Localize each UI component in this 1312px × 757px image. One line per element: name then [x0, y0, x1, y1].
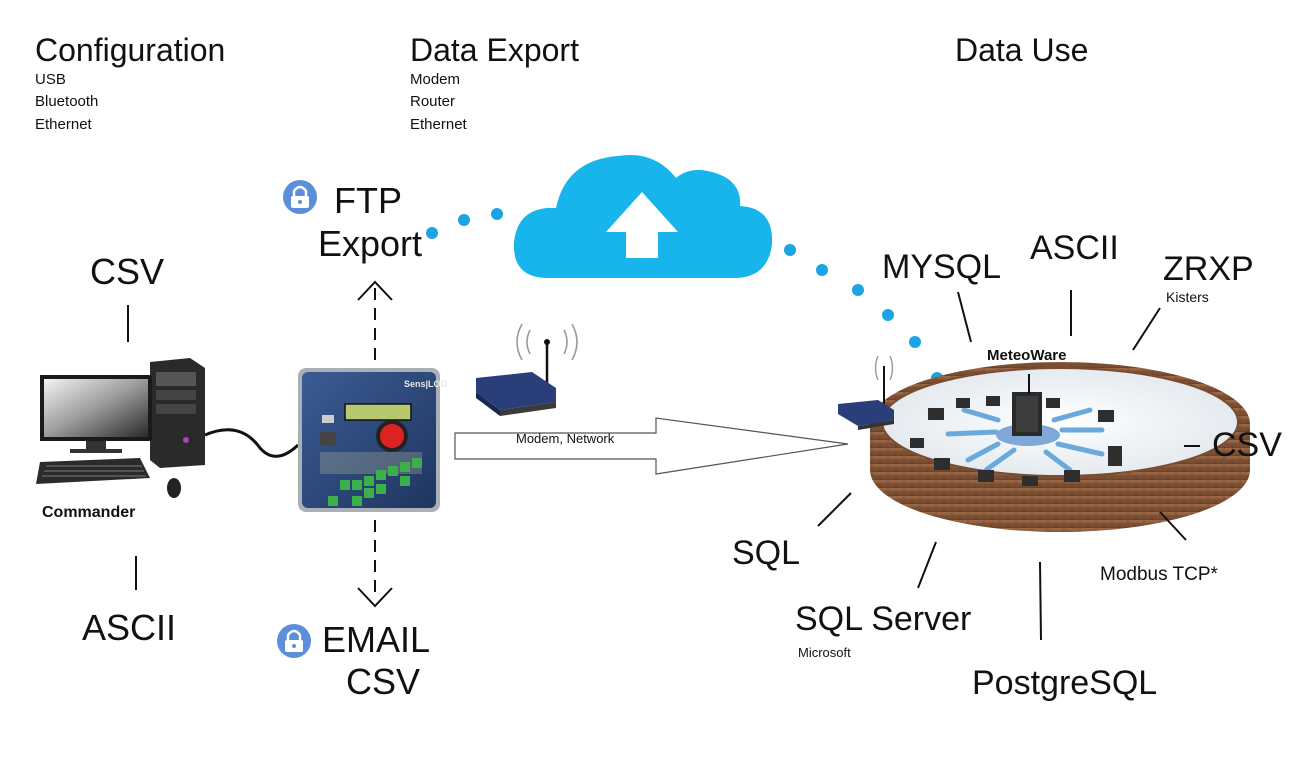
format-ascii: ASCII	[1030, 229, 1119, 267]
router-ring-icon	[838, 355, 894, 430]
client-devices	[910, 396, 1122, 486]
lock-icon-email	[277, 624, 311, 658]
hub-arrows	[945, 407, 1105, 473]
ftp-export-label: Export	[318, 223, 423, 264]
modem-network-label: Modem, Network	[516, 431, 615, 446]
data-export-item-ethernet: Ethernet	[410, 116, 467, 133]
email-csv-label: CSV	[346, 661, 421, 702]
format-postgresql: PostgreSQL	[972, 664, 1158, 702]
format-sql-server: SQL Server	[795, 600, 972, 638]
meteoware-hub	[996, 374, 1060, 446]
data-export-item-modem: Modem	[410, 71, 461, 88]
data-logger-device	[298, 368, 440, 512]
format-sql: SQL	[732, 534, 801, 572]
format-zrxp: ZRXP	[1163, 250, 1254, 288]
cloud-link-dots-left	[426, 208, 503, 239]
logger-brand-label: Sens|LOG	[404, 379, 448, 389]
meteoware-label: MeteoWare	[987, 347, 1067, 364]
data-export-heading: Data Export	[410, 32, 579, 68]
data-export-item-router: Router	[410, 93, 456, 110]
configuration-item-bluetooth: Bluetooth	[35, 93, 99, 110]
data-ring-wall	[870, 362, 1250, 532]
ftp-label: FTP	[334, 180, 402, 221]
router-icon	[476, 323, 578, 416]
configuration-item-ethernet: Ethernet	[35, 116, 92, 133]
configuration-heading: Configuration	[35, 32, 226, 68]
format-modbus-tcp: Modbus TCP*	[1100, 564, 1218, 585]
ftp-arrow	[357, 280, 393, 360]
format-mysql: MYSQL	[882, 248, 1002, 286]
lock-icon-ftp	[283, 180, 317, 214]
modem-network-arrow	[454, 417, 849, 475]
commander-label: Commander	[42, 504, 136, 521]
configuration-item-usb: USB	[35, 71, 66, 88]
cloud-upload-icon	[513, 154, 773, 278]
computer-icon	[36, 358, 300, 498]
data-use-connectors	[817, 290, 1200, 641]
format-sql-server-microsoft: Microsoft	[798, 645, 851, 660]
config-format-csv: CSV	[90, 251, 165, 292]
format-zrxp-kisters: Kisters	[1166, 289, 1209, 305]
data-use-heading: Data Use	[955, 32, 1089, 68]
config-format-ascii: ASCII	[82, 607, 177, 648]
email-arrow	[357, 520, 393, 608]
format-csv: CSV	[1212, 426, 1282, 464]
email-label: EMAIL	[322, 619, 431, 660]
